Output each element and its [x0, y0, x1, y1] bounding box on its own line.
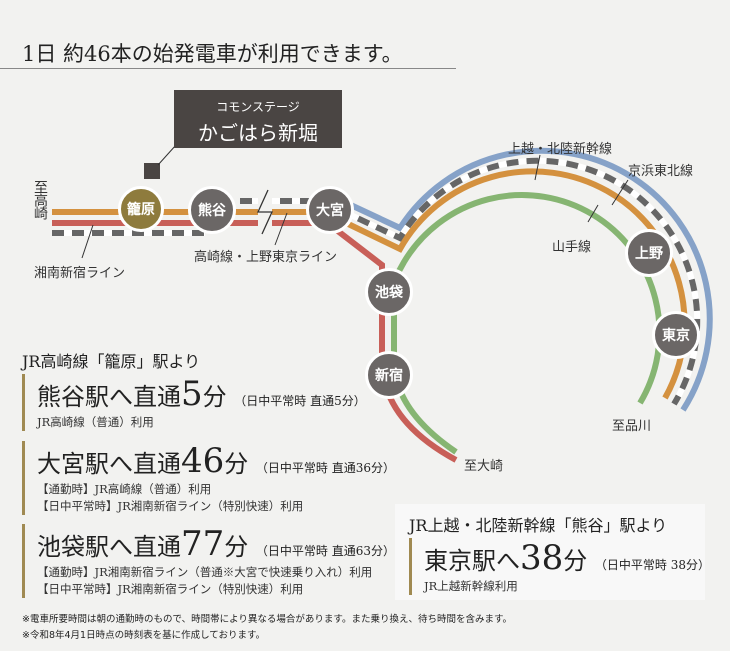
station-ikebukuro: 池袋 [365, 268, 413, 316]
station-kumagaya: 熊谷 [188, 186, 236, 234]
footnote-2: ※令和8年4月1日時点の時刻表を基に作成しております。 [22, 630, 266, 641]
label-shonan-shinjuku: 湘南新宿ライン [34, 266, 126, 281]
label-shinkansen: 上越・北陸新幹線 [508, 142, 613, 157]
page-title: 1日 約46本の始発電車が利用できます。 [22, 42, 403, 66]
home-marker [144, 163, 160, 179]
station-omiya: 大宮 [306, 186, 354, 234]
station-kagohara: 籠原 [118, 186, 164, 232]
label-takasaki-ueno: 高崎線・上野東京ライン [194, 250, 338, 265]
line-break-icon [256, 189, 274, 235]
shinkansen-box: JR上越・北陸新幹線「熊谷」駅より 東京駅へ38分 （日中平常時 38分） JR… [395, 504, 710, 600]
route-kumagaya: 熊谷駅へ直通5分 （日中平常時 直通5分） JR高崎線（普通）利用 [22, 374, 366, 431]
home-callout: コモンステージ かごはら新堀 [174, 90, 342, 148]
route-omiya: 大宮駅へ直通46分 （日中平常時 直通36分） 【通勤時】JR高崎線（普通）利用… [22, 441, 395, 515]
route-ikebukuro: 池袋駅へ直通77分 （日中平常時 直通63分） 【通勤時】JR湘南新宿ライン（普… [22, 524, 395, 598]
callout-name: かごはら新堀 [198, 121, 318, 145]
label-keihin-tohoku: 京浜東北線 [628, 164, 694, 179]
station-shinjuku: 新宿 [365, 351, 413, 399]
station-ueno: 上野 [625, 229, 673, 277]
label-to-takasaki: 至高崎 [32, 180, 48, 219]
footnote-1: ※電車所要時間は朝の通勤時のもので、時間帯により異なる場合があります。また乗り換… [22, 614, 512, 625]
line-shinkansen-blue [338, 147, 713, 412]
callout-subtitle: コモンステージ [216, 100, 300, 114]
section-kagohara-heading: JR高崎線「籠原」駅より [22, 352, 201, 371]
route-tokyo: 東京駅へ38分 （日中平常時 38分） JR上越新幹線利用 [409, 538, 710, 595]
line-yamanote-green [391, 192, 663, 455]
section-kumagaya-heading: JR上越・北陸新幹線「熊谷」駅より [409, 516, 668, 535]
title-divider [0, 68, 456, 69]
label-to-shinagawa: 至品川 [612, 419, 652, 434]
label-yamanote: 山手線 [552, 240, 592, 255]
label-to-osaki: 至大崎 [464, 459, 504, 474]
station-tokyo: 東京 [652, 311, 700, 359]
